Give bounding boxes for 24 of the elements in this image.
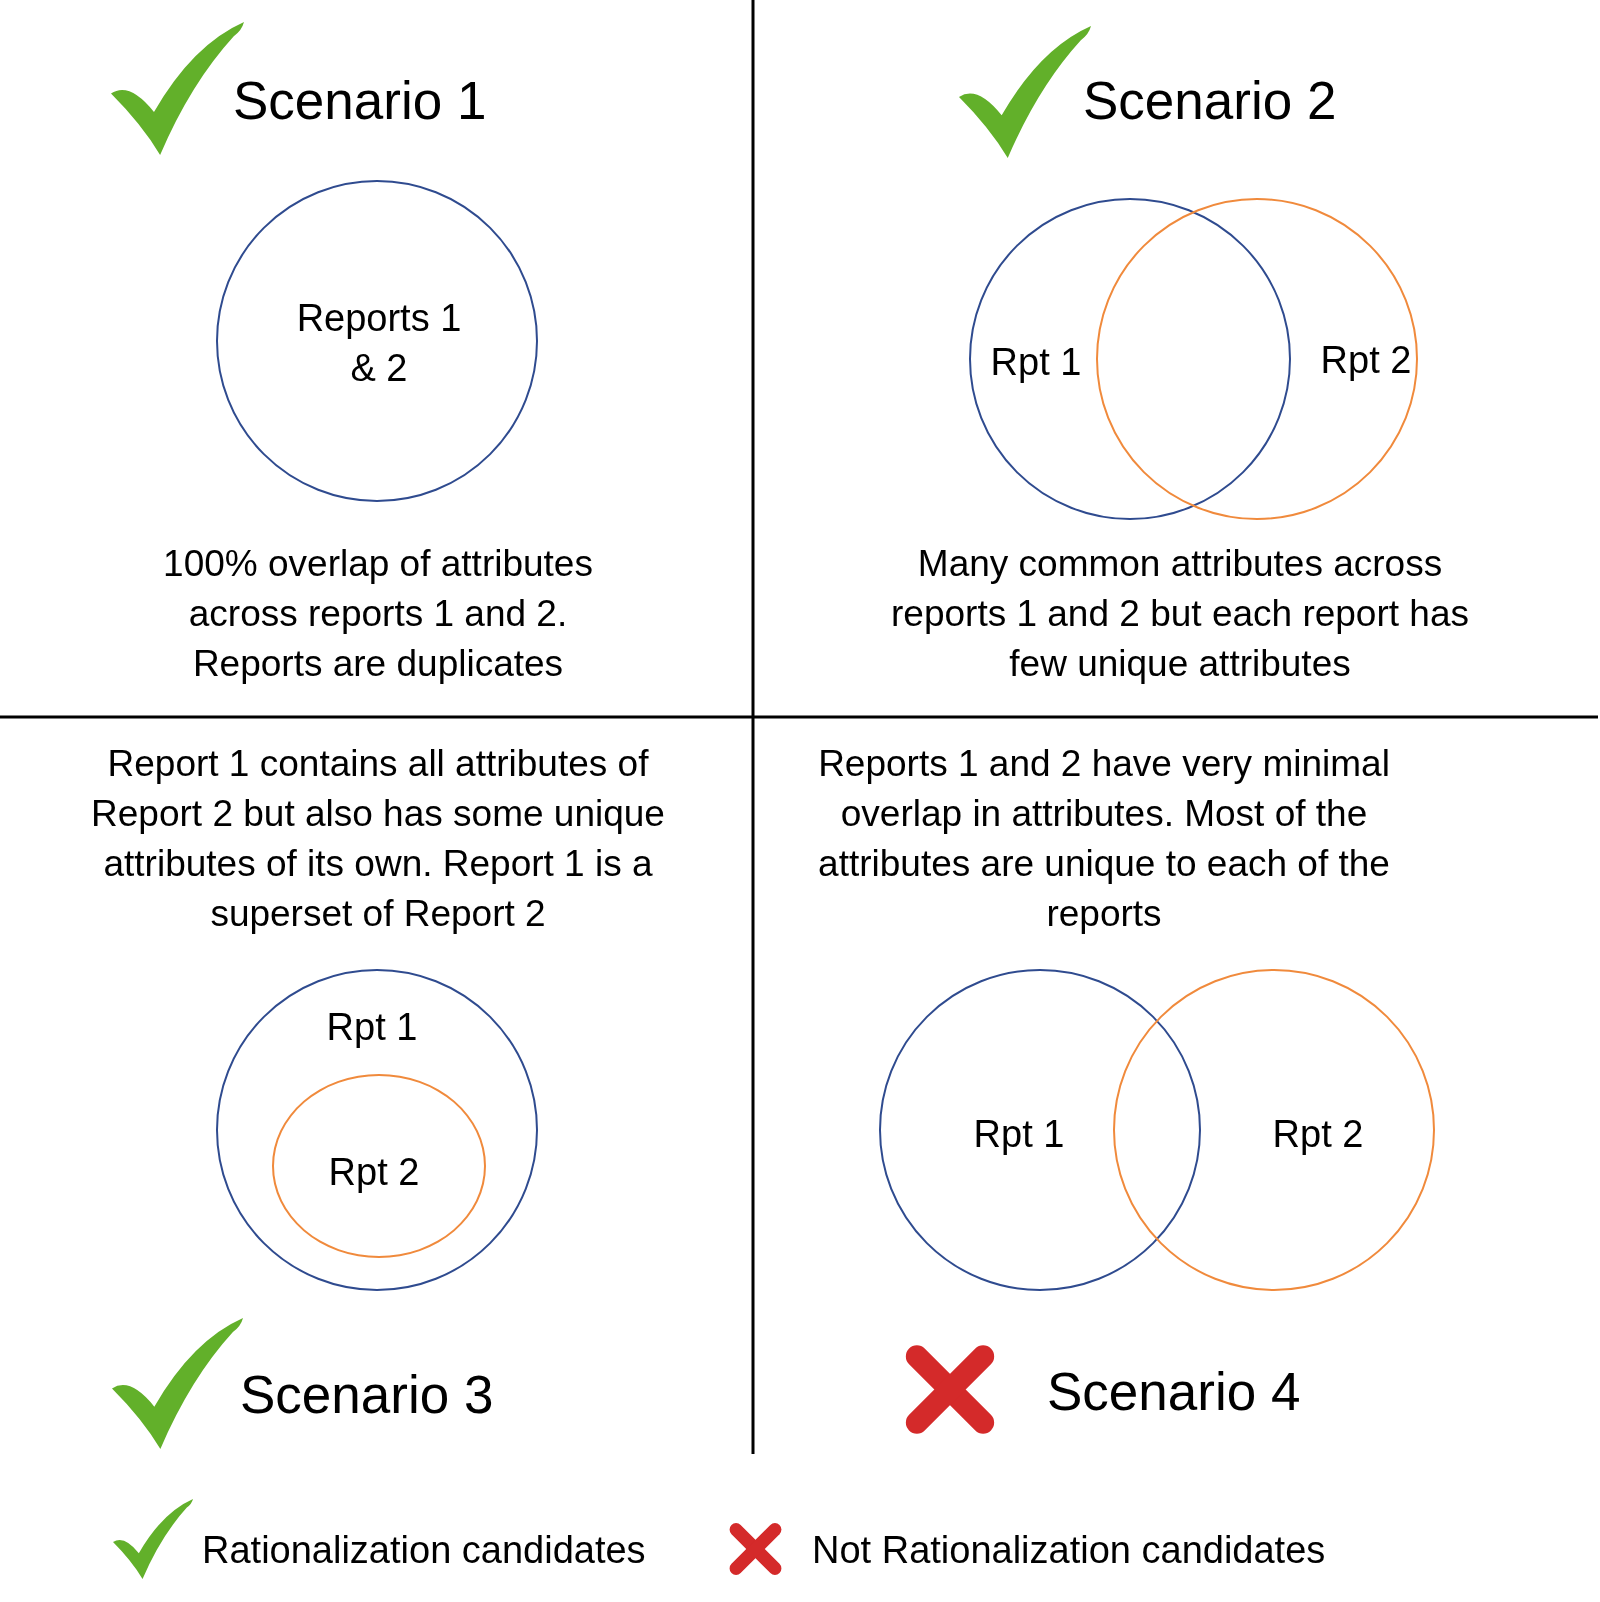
scenario-description: Reports 1 and 2 have very minimal overlap in attributes. Most of the attributes are unique to each of the reports [817, 742, 1391, 936]
set-label: Rpt 1 [326, 1005, 418, 1050]
scenario-heading: Scenario 3 [240, 1363, 494, 1425]
venn-circle [1096, 198, 1418, 520]
venn-circle [879, 969, 1201, 1291]
venn-circle [216, 969, 538, 1291]
scenario-heading: Scenario 4 [1047, 1360, 1301, 1422]
set-label: Rpt 2 [1272, 1112, 1364, 1157]
scenario-description: Report 1 contains all attributes of Report 2 but also has some unique attributes of its own. Report 1 is a superset of Report 2 [90, 742, 666, 936]
set-label: Rpt 2 [1320, 338, 1412, 383]
scenario-description: Many common attributes across reports 1 and 2 but each report has few unique attributes [890, 542, 1470, 686]
venn-circle [969, 198, 1291, 520]
legend-label: Not Rationalization candidates [812, 1528, 1326, 1572]
set-label: Rpt 2 [328, 1150, 420, 1195]
venn-circle [216, 180, 538, 502]
legend-label: Rationalization candidates [202, 1528, 646, 1572]
set-label: Rpt 1 [990, 340, 1082, 385]
set-label: Reports 1 & 2 [295, 296, 463, 391]
scenario-heading: Scenario 1 [233, 69, 487, 131]
scenario-heading: Scenario 2 [1083, 69, 1337, 131]
venn-circle [1113, 969, 1435, 1291]
set-label: Rpt 1 [973, 1112, 1065, 1157]
venn-circle [272, 1074, 486, 1258]
scenario-description: 100% overlap of attributes across reports 1 and 2. Reports are duplicates [162, 542, 594, 686]
